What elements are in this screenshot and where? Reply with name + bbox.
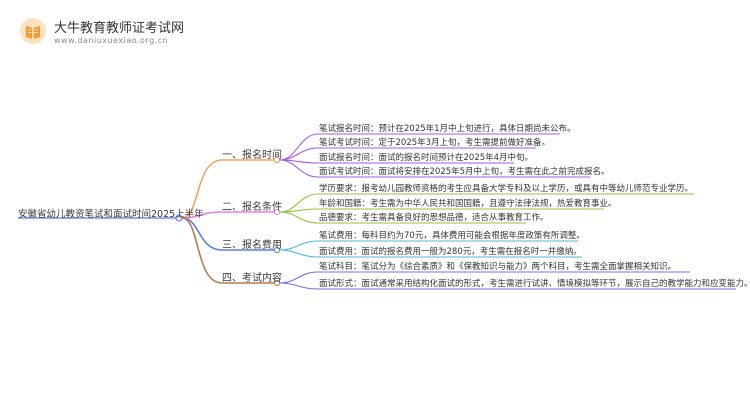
leaf-moral-requirement: 品德要求：考生需具备良好的思想品德，适合从事教育工作。 — [319, 213, 549, 223]
book-logo-icon — [20, 18, 46, 44]
site-title: 大牛教育教师证考试网 — [54, 21, 185, 36]
leaf-written-fee: 笔试费用：每科目约为70元，具体费用可能会根据年度政策有所调整。 — [319, 231, 585, 241]
leaf-written-subjects: 笔试科目：笔试分为《综合素质》和《保教知识与能力》两个科目，考生需全面掌握相关知… — [319, 262, 677, 272]
branch-registration-conditions: 二、报名条件 — [222, 202, 282, 213]
leaf-age-nationality: 年龄和国籍：考生需为中华人民共和国国籍，且遵守法律法规，热爱教育事业。 — [319, 199, 617, 209]
leaf-interview-exam-time: 面试考试时间：面试将安排在2025年5月中上旬，考生需在此之前完成报名。 — [319, 167, 610, 177]
leaf-interview-format: 面试形式：面试通常采用结构化面试的形式，考生需进行试讲、情境模拟等环节，展示自己… — [319, 279, 750, 289]
connector-branch-1 — [181, 159, 223, 219]
leaf-interview-registration-time: 面试报名时间：面试的报名时间预计在2025年4月中旬。 — [319, 153, 534, 163]
leaf-written-registration-time: 笔试报名时间：预计在2025年1月中上旬进行，具体日期尚未公布。 — [319, 124, 576, 134]
branch-registration-fees: 三、报名费用 — [222, 240, 282, 251]
leaf-education-requirement: 学历要求：报考幼儿园教师资格的考生应具备大学专科及以上学历，或具有中等幼儿师范专… — [319, 184, 694, 194]
branch-registration-time: 一、报名时间 — [222, 150, 282, 161]
mindmap-root: 安徽省幼儿教资笔试和面试时间2025上半年 — [18, 209, 204, 220]
connector-branch-4 — [181, 217, 223, 284]
branch-exam-content: 四、考试内容 — [222, 273, 282, 284]
leaf-interview-fee: 面试费用：面试的报名费用一般为280元，考生需在报名时一并缴纳。 — [319, 247, 582, 257]
leaf-written-exam-time: 笔试考试时间：定于2025年3月上旬，考生需提前做好准备。 — [319, 138, 551, 148]
connector-branch-3 — [181, 217, 223, 251]
site-header: 大牛教育教师证考试网 www.daniuxuexiao.org.cn — [18, 14, 278, 50]
site-url: www.daniuxuexiao.org.cn — [54, 36, 169, 45]
